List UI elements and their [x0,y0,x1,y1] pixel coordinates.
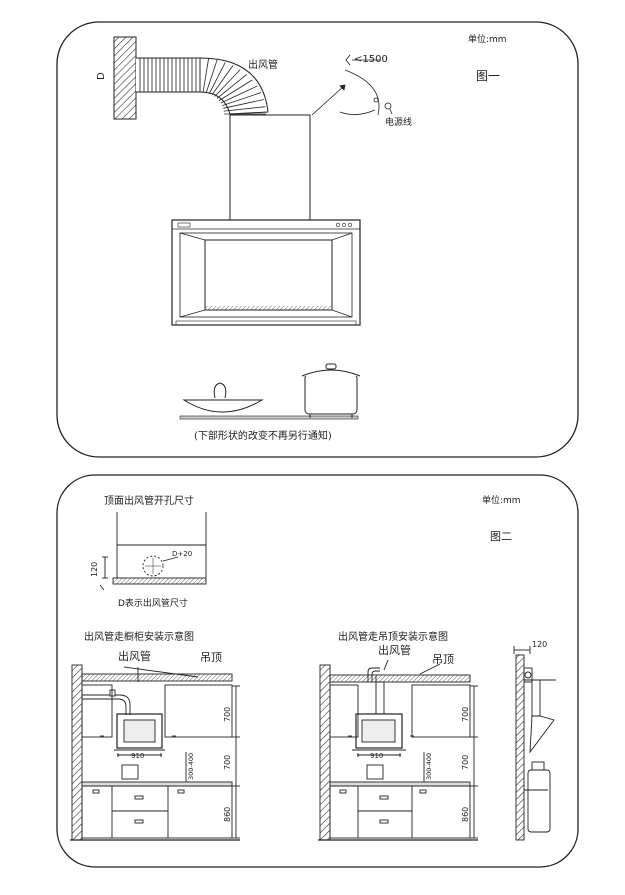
d-label: D [96,72,107,80]
ceiling-h-bottom: 860 [461,807,470,822]
ceiling-h-gap: 300-400 [425,753,433,780]
fig1-unit: 单位:mm [468,33,507,45]
figure-2-panel: 单位:mm 图二 顶面出风管开孔尺寸 D+20 120 D表示出风管尺寸 出风管… [56,474,579,868]
chimney [229,114,311,221]
duct-rib [220,85,258,104]
duct-rib [205,59,218,93]
hole-title: 顶面出风管开孔尺寸 [104,494,194,507]
cabinet-h-top: 700 [223,707,232,722]
pot-icon [301,363,361,418]
hood-logo [177,222,191,228]
ceiling-install-diagram [318,659,478,841]
wok-icon [179,382,359,420]
cabinet-install-diagram [70,664,240,841]
control-button [341,222,347,228]
wall-block [113,36,137,120]
duct-rib [223,106,266,112]
duct-rib [222,92,262,106]
side-view-dim: 120 [532,640,547,649]
duct-rib [218,79,253,101]
range-hood [171,219,361,326]
duct-rib [216,74,247,99]
cabinet-h-mid: 700 [223,755,232,770]
figure-1-panel: 单位:mm 图一 D 出风管 [56,21,579,458]
duct-label: 出风管 [248,58,278,71]
fig1-footnote: (下部形状的改变不再另行通知) [194,429,332,442]
hole-note: D表示出风管尺寸 [118,597,188,609]
duct-rib [211,65,234,96]
ceiling-duct-label: 出风管 [378,643,411,657]
hole-diagram [99,512,207,591]
duct-rib [223,99,264,109]
figure-1-frame [56,21,579,458]
fig2-title: 图二 [490,530,512,543]
ceiling-width-label: 910 [370,752,383,760]
duct-rib [208,62,226,94]
fig2-unit: 单位:mm [482,494,521,506]
angle-indicator [311,54,393,116]
fig1-title: 图一 [476,69,500,83]
duct-rib [202,58,209,93]
cabinet-h-gap: 300-400 [187,753,195,780]
cabinet-ceiling-label: 吊顶 [200,651,222,664]
cabinet-h-bottom: 860 [223,807,232,822]
cabinet-duct-label: 出风管 [118,649,151,663]
ceiling-h-mid: 700 [461,755,470,770]
angle-label: <1500 [354,54,388,65]
figure-2-frame [56,474,579,868]
cabinet-width-label: 910 [131,752,144,760]
control-button [335,222,341,228]
control-button [347,222,353,228]
hole-dim-label: D+20 [172,550,192,558]
hood-filter-vent [205,306,332,310]
side-view-diagram [513,646,556,841]
ceiling-install-title: 出风管走吊顶安装示意图 [338,630,448,643]
hole-offset-label: 120 [90,562,99,577]
flexible-duct [136,57,269,115]
cabinet-install-title: 出风管走橱柜安装示意图 [84,630,194,643]
ceiling-h-top: 700 [461,707,470,722]
duct-rib [214,69,241,97]
power-cord-label: 电源线 [385,116,412,128]
ceiling-ceiling-label: 吊顶 [432,653,454,666]
